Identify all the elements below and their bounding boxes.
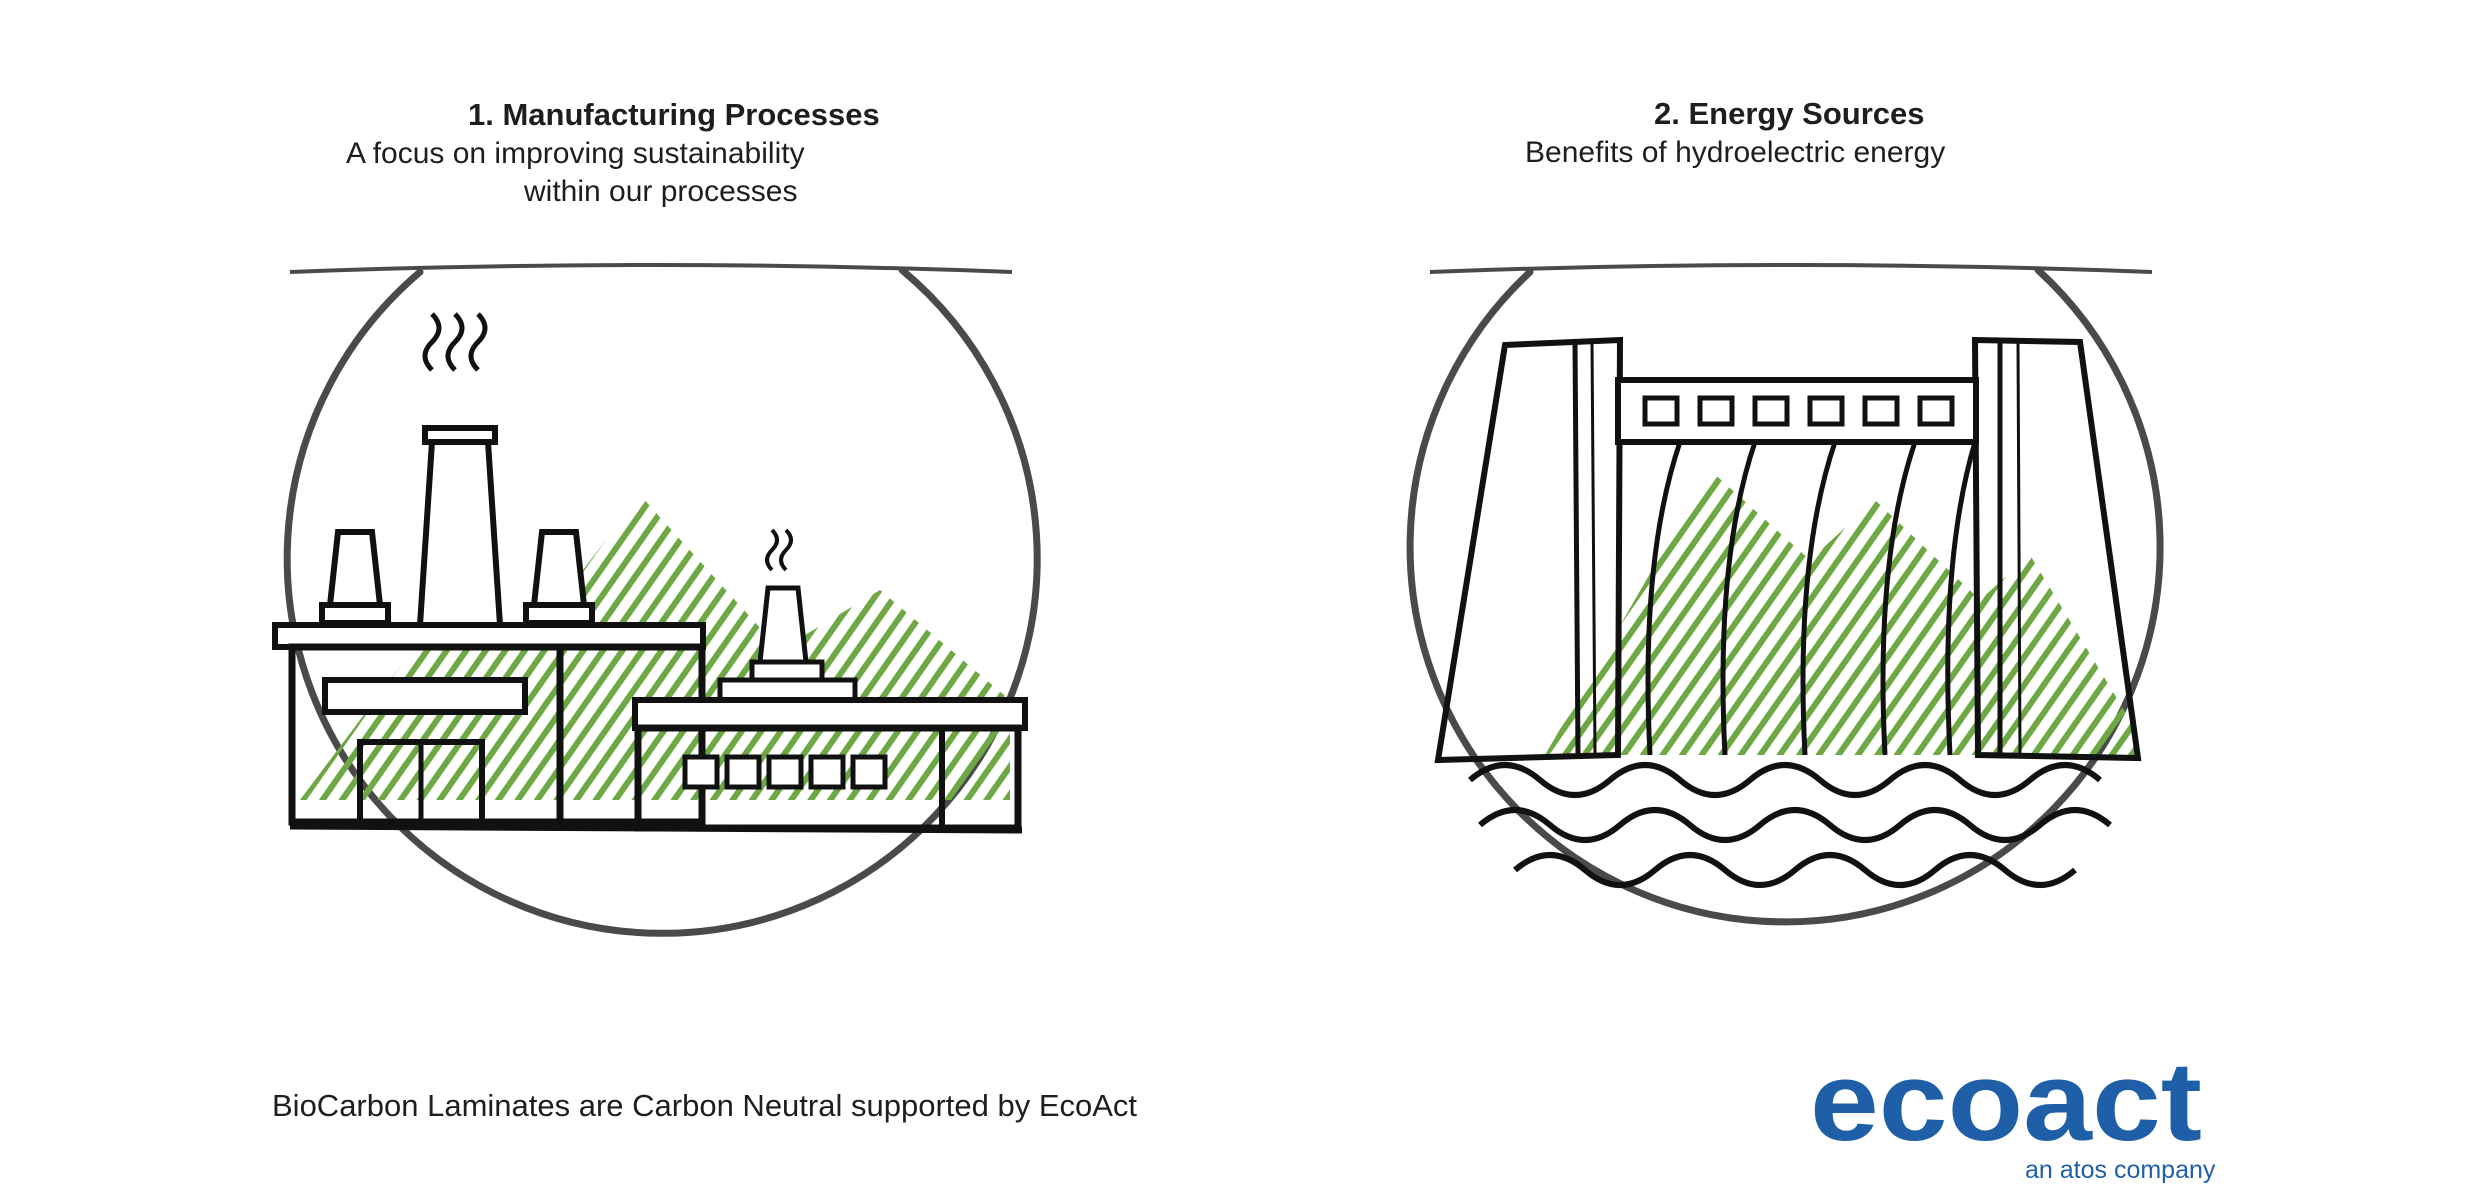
- factory-circle-outline: [283, 266, 1041, 937]
- factory-windows: [682, 754, 888, 790]
- panel-1-subtitle-line-1: A focus on improving sustainability: [346, 137, 805, 170]
- logo-tagline: an atos company: [2025, 1156, 2216, 1184]
- dam-horizon-line: [1429, 263, 2153, 274]
- water-waves-icon: [1468, 762, 2112, 888]
- smoke-icon-small: [765, 528, 793, 572]
- ecoact-logo: ecoact an atos company: [1800, 1039, 2220, 1193]
- hydroelectric-dam-icon: [1406, 263, 2164, 926]
- dam-bridge-windows: [1642, 395, 1955, 427]
- panel-1-title: 1. Manufacturing Processes: [468, 97, 880, 132]
- dam-hills-hatch: [1545, 470, 2140, 755]
- footer-statement: BioCarbon Laminates are Carbon Neutral s…: [272, 1088, 1138, 1123]
- smoke-icon: [422, 312, 488, 372]
- panel-2-title: 2. Energy Sources: [1654, 96, 1925, 131]
- factory-icon: [272, 263, 1041, 937]
- panel-1-subtitle-line-2: within our processes: [524, 175, 798, 208]
- logo-wordmark: ecoact: [1810, 1048, 2202, 1164]
- factory-horizon-line: [289, 263, 1013, 274]
- dam-circle-outline: [1406, 266, 2164, 926]
- panel-2-subtitle-line-1: Benefits of hydroelectric energy: [1525, 136, 1946, 169]
